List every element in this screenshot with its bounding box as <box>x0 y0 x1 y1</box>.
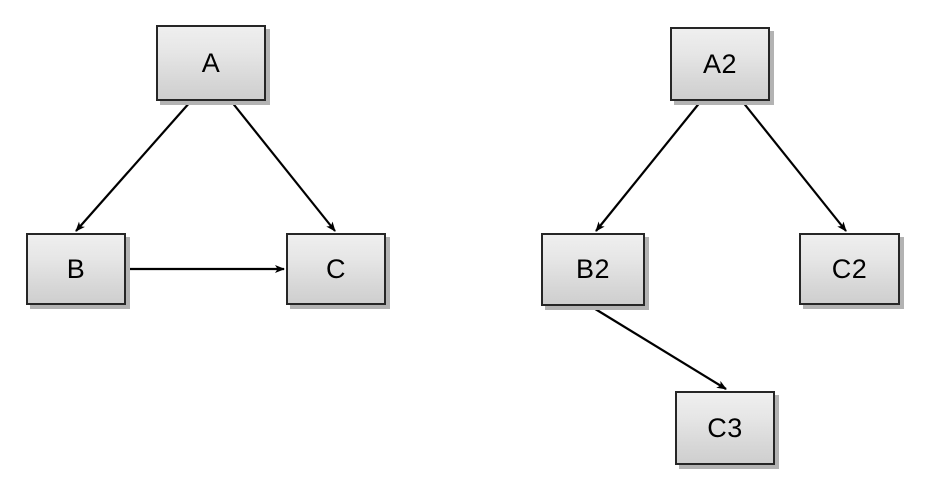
node-label: B <box>66 253 86 284</box>
node-label: B2 <box>575 254 611 284</box>
edge-a2-to-b2 <box>595 100 702 232</box>
node-a2[interactable]: A2 <box>670 27 770 101</box>
node-label: A2 <box>702 48 738 79</box>
node-c2[interactable]: C2 <box>799 233 900 305</box>
node-label: C2 <box>831 253 868 284</box>
node-label: C3 <box>707 412 743 443</box>
node-b2[interactable]: B2 <box>541 233 645 306</box>
edge-a2-to-c2 <box>741 100 847 232</box>
node-a[interactable]: A <box>156 25 266 101</box>
node-label: C <box>326 253 346 284</box>
node-c3[interactable]: C3 <box>675 391 775 465</box>
node-c[interactable]: C <box>286 233 386 305</box>
node-label: A <box>201 47 221 78</box>
edge-a-to-b <box>75 100 192 232</box>
node-b[interactable]: B <box>26 233 126 305</box>
edge-a-to-c <box>230 100 336 232</box>
edges-group <box>75 100 847 390</box>
edge-b2-to-c3 <box>591 306 727 390</box>
